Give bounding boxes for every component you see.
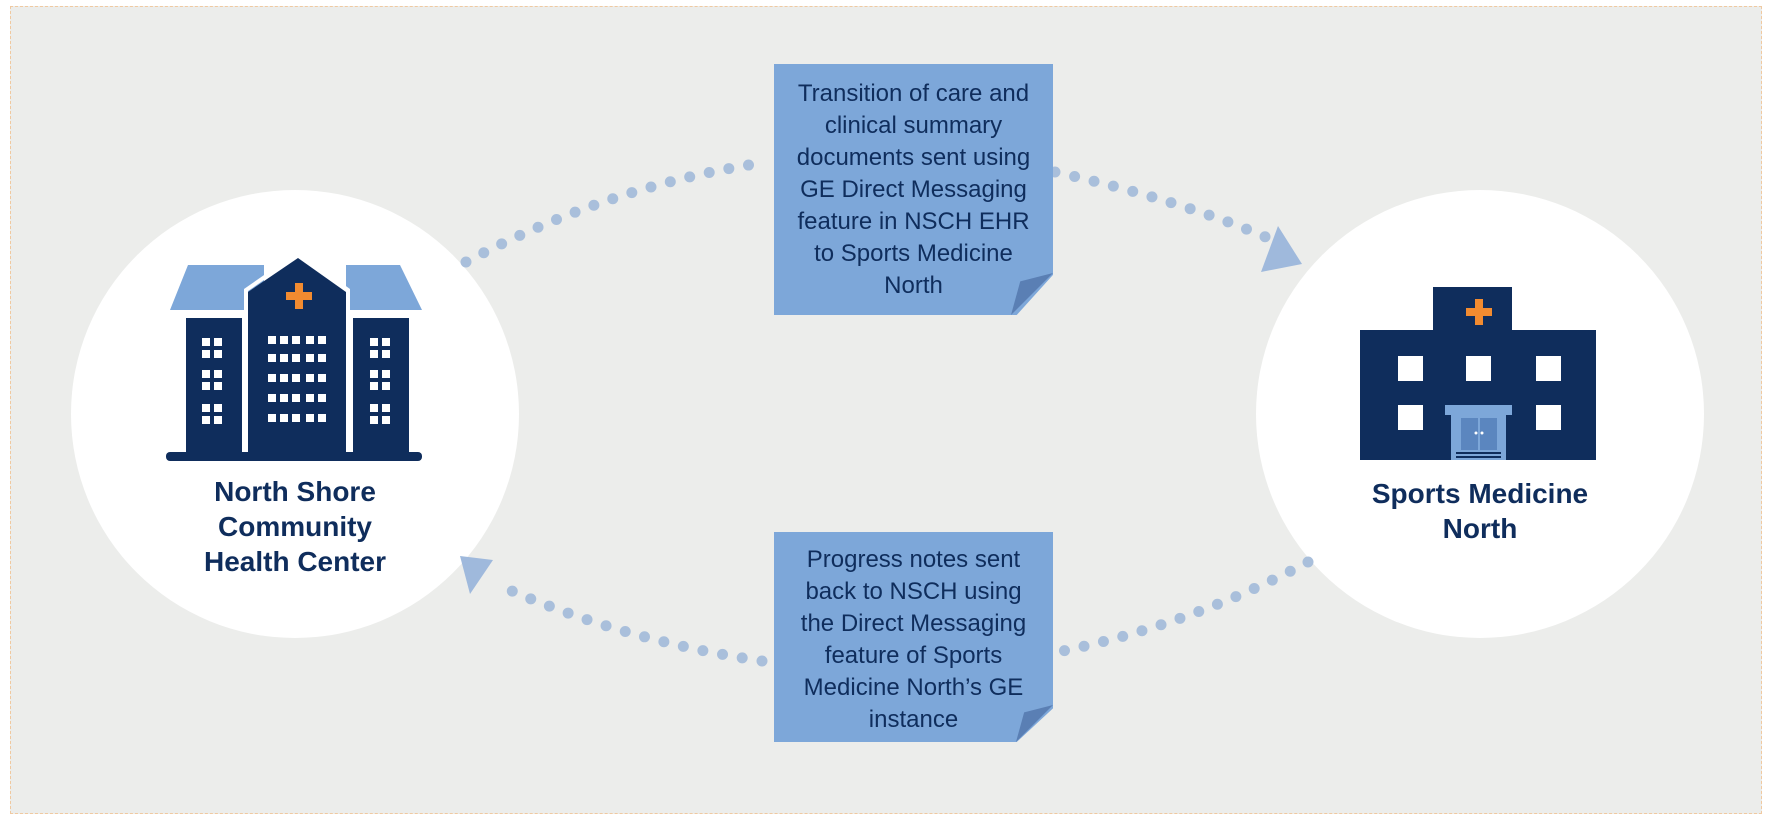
- top-note-text: Transition of care and clinical summary …: [796, 80, 1031, 299]
- bottom-message-note: Progress notes sent back to NSCH using t…: [774, 532, 1053, 742]
- left-org-label: North Shore Community Health Center: [203, 476, 387, 577]
- arrowhead-right-icon: [1261, 226, 1302, 272]
- hospital-tower-icon: [166, 251, 422, 461]
- top-message-note: Transition of care and clinical summary …: [774, 64, 1053, 315]
- arrowhead-left-icon: [460, 556, 493, 594]
- top-right-dotted-connector: [1049, 166, 1274, 244]
- top-left-dotted-connector: [460, 156, 774, 268]
- clinic-building-icon: [1360, 287, 1596, 460]
- bottom-left-dotted-connector: [490, 578, 768, 667]
- bottom-note-text: Progress notes sent back to NSCH using t…: [800, 546, 1027, 733]
- right-org-label: Sports Medicine North: [1371, 478, 1589, 544]
- bottom-right-dotted-connector: [1052, 556, 1314, 658]
